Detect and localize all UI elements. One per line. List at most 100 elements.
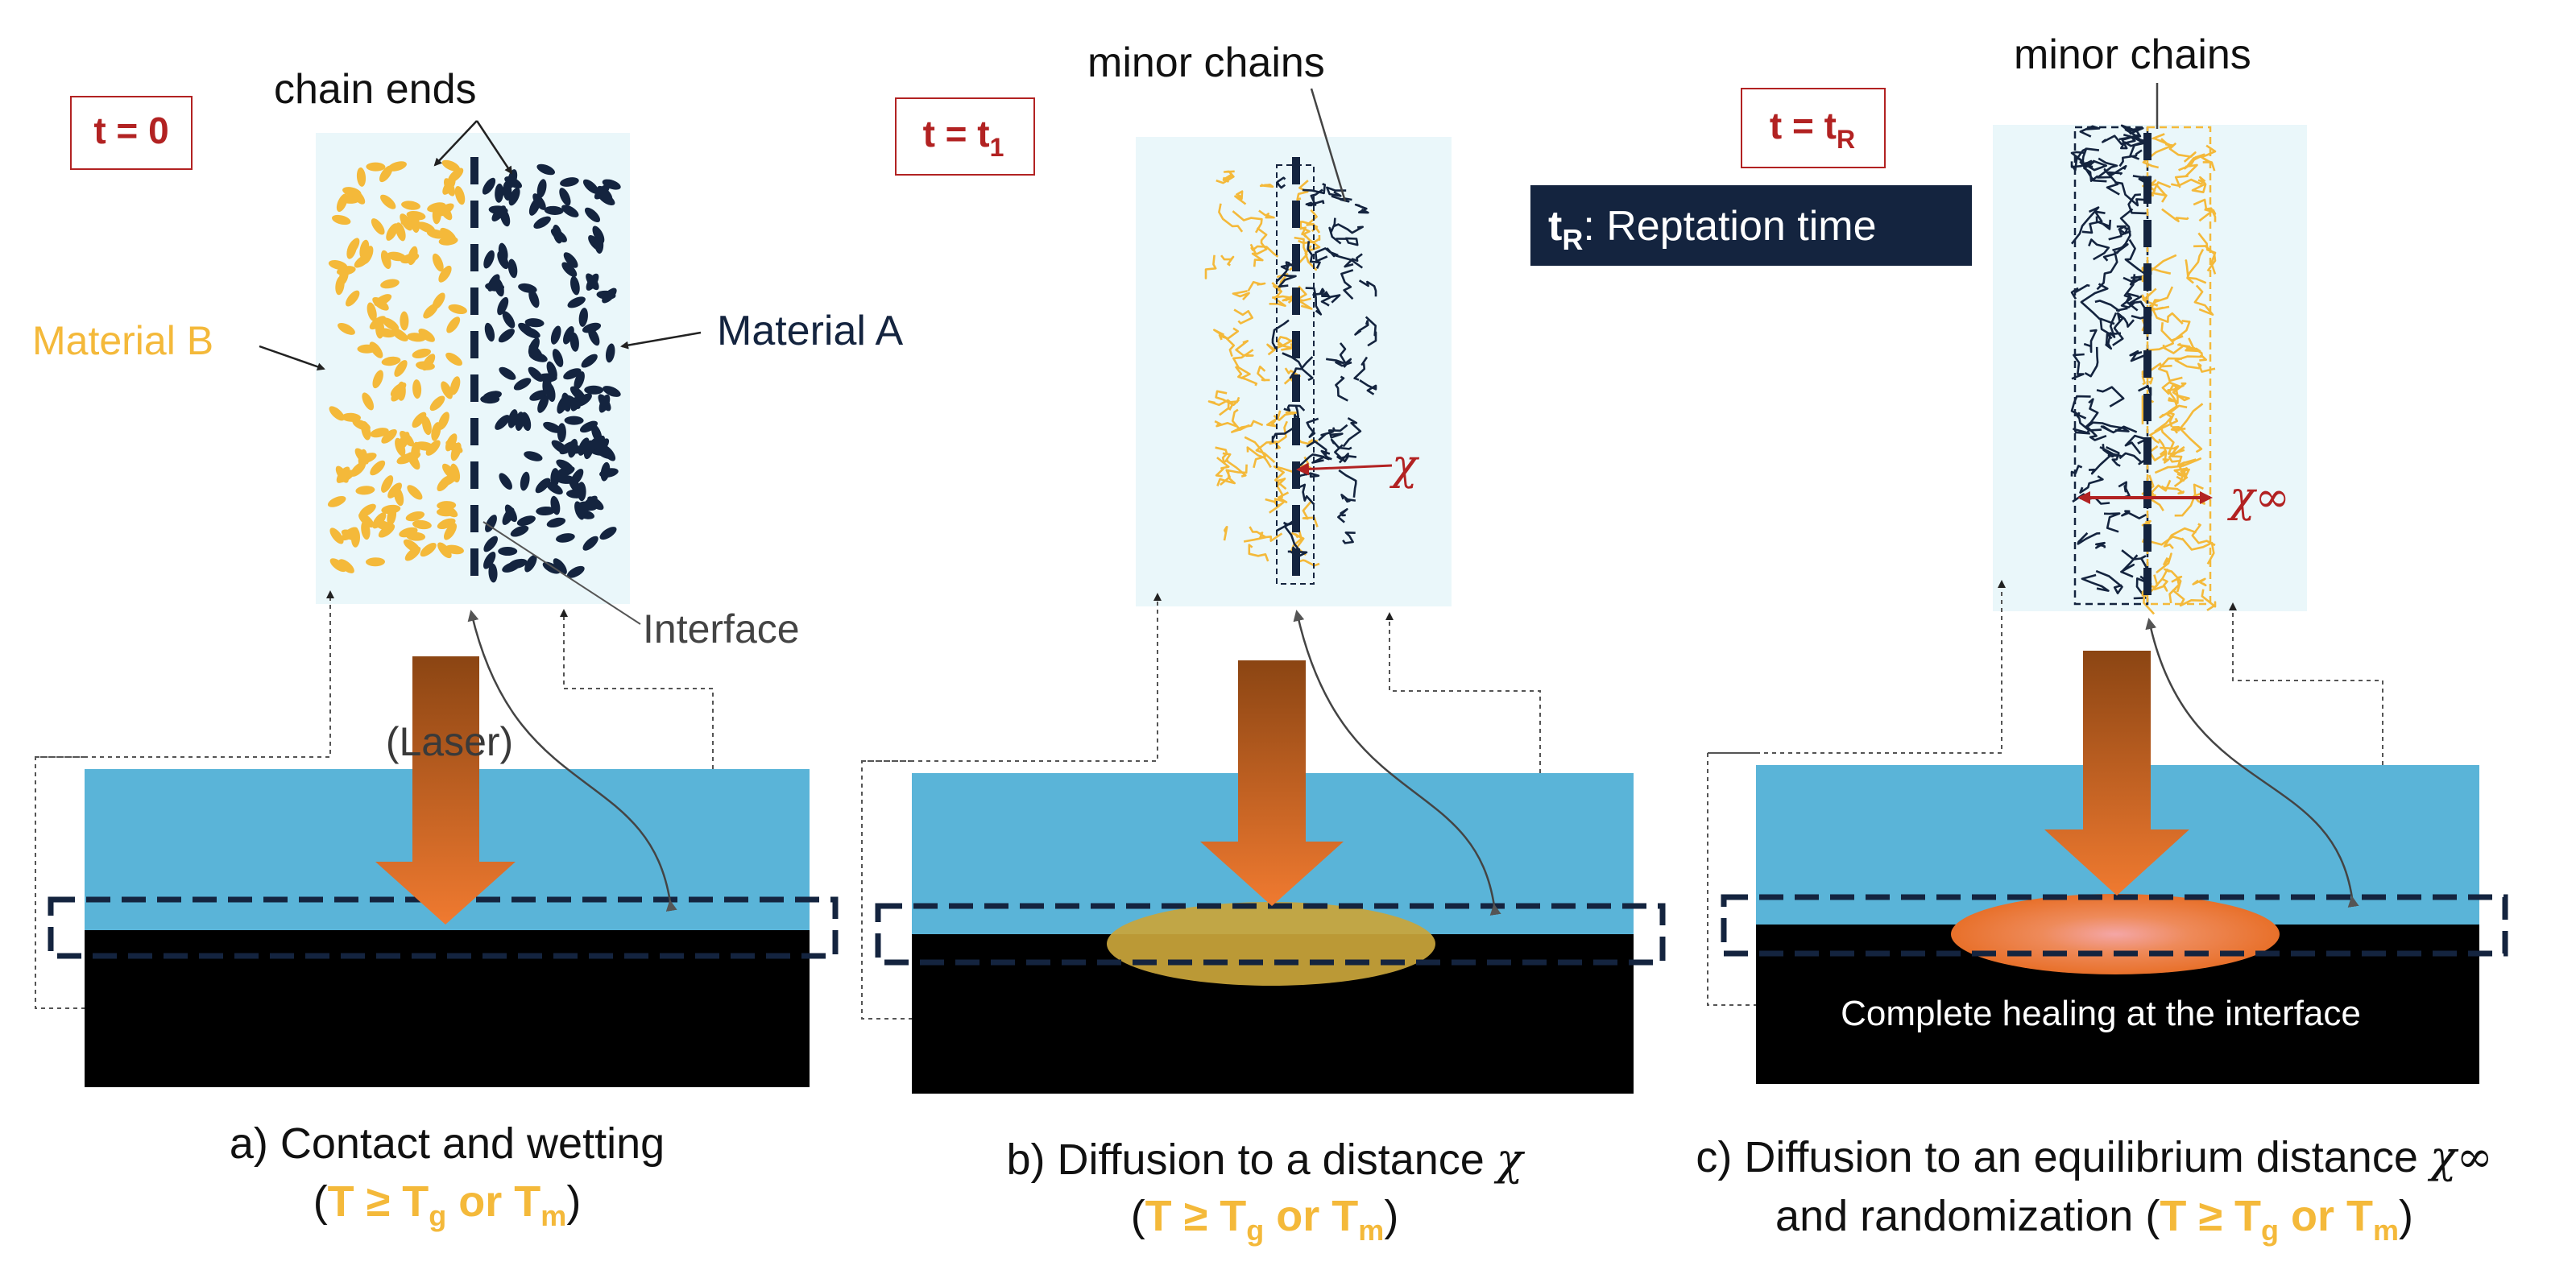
chain-segment-b [450,442,462,461]
chain-c-navy [2084,346,2099,378]
chain-c-navy [2083,329,2098,354]
chain-b-gold [1218,327,1240,341]
chain-b-gold [1207,399,1240,407]
chain-ends-pointer-right [475,120,513,175]
chain-segment-a [497,250,509,270]
chain-c-navy [2102,134,2136,145]
chain-segment-a [508,187,520,206]
chain-segment-a [535,478,551,494]
chain-c-gold [2149,299,2170,312]
chain-c-gold [2170,320,2191,342]
chain-b-navy [1330,438,1352,450]
chain-segment-b [329,527,344,544]
chain-segment-b [335,275,345,296]
chain-c-gold [2161,208,2189,222]
time-box-c [1741,88,1886,168]
chain-segment-b [420,543,437,557]
chain-segment-a [488,563,498,583]
chain-segment-a [567,296,586,308]
chain-b-gold [1281,343,1295,353]
chain-c-navy [2118,149,2143,168]
chain-segment-b [372,370,383,389]
chain-c-navy [2107,164,2127,176]
chain-c-navy [2105,333,2113,350]
chain-c-navy [2099,317,2122,335]
chain-segment-a [537,395,549,413]
chain-segment-a [560,177,579,187]
chain-segment-b [371,218,385,235]
chain-segment-b [354,448,369,465]
chain-b-gold [1255,441,1278,463]
chain-segment-a [510,525,529,537]
interface-zone-box-b [875,903,1666,966]
chain-b-gold [1216,469,1236,486]
chain-c-navy [2070,395,2091,416]
chain-b-navy [1354,203,1369,214]
chain-segment-a [536,179,547,198]
chain-segment-a [587,496,604,511]
chain-segment-a [544,205,564,215]
chain-c-navy [2096,157,2118,179]
chain-segment-a [582,179,599,194]
chain-c-gold [2141,568,2169,597]
chain-segment-a [503,181,512,201]
chain-segment-a [524,318,545,328]
chain-b-navy [1280,261,1298,271]
chain-segment-a [507,259,518,279]
reptation-banner [1530,185,1972,266]
chain-segment-a [551,440,569,454]
chain-b-navy [1354,320,1369,336]
chain-b-navy [1339,342,1352,368]
chain-b-gold [1247,281,1266,292]
chi-label: χ [1389,441,1420,490]
chain-c-navy [2077,532,2101,545]
caption-b-line1: b) Diffusion to a distance χ [1006,1134,1525,1185]
chain-c-navy [2121,549,2148,569]
chain-c-navy [2123,274,2139,312]
chain-segment-b [370,460,386,476]
chain-segment-a [559,188,571,206]
chain-segment-a [586,273,599,291]
chain-segment-a [598,394,611,413]
chain-c-navy [2106,446,2121,467]
chain-c-gold [2167,384,2185,413]
chain-segment-b [336,266,356,275]
chain-segment-b [407,333,426,342]
chain-segment-b [426,229,446,239]
chain-c-gold [2188,337,2207,362]
chain-c-navy [2073,428,2090,435]
chain-segment-a [533,216,551,229]
chain-b-navy [1342,416,1362,448]
chain-b-gold [1220,254,1235,267]
interface-label: Interface [643,606,800,652]
chain-b-navy [1283,404,1306,412]
chain-c-gold [2159,411,2175,428]
connector-up-left-a [35,590,334,758]
chain-b-gold [1276,478,1286,498]
chain-segment-a [550,325,561,345]
chain-b-gold [1204,254,1217,279]
time-box-a [70,96,193,170]
curve-link-b [1293,610,1501,916]
chain-segment-b [429,395,445,412]
chain-b-gold [1255,227,1268,255]
interface-zone-box-c [1721,894,2508,957]
chain-segment-a [542,375,552,395]
chain-segment-a [545,482,563,494]
chain-c-gold [2154,457,2202,474]
chain-b-navy [1336,237,1359,246]
chain-segment-b [370,428,389,438]
chain-c-gold [2193,284,2214,316]
chain-c-navy [2094,300,2128,312]
chain-segment-b [342,412,361,422]
chain-c-gold [2141,362,2172,376]
chain-segment-b [356,167,367,187]
chain-segment-a [485,515,497,532]
chain-segment-a [546,517,566,528]
chain-segment-b [372,296,389,311]
time-label-b: t = t1 [923,113,1004,162]
chain-segment-b [431,422,441,441]
chain-segment-b [335,465,349,483]
chain-segment-a [528,289,540,308]
chain-b-navy [1335,375,1348,402]
